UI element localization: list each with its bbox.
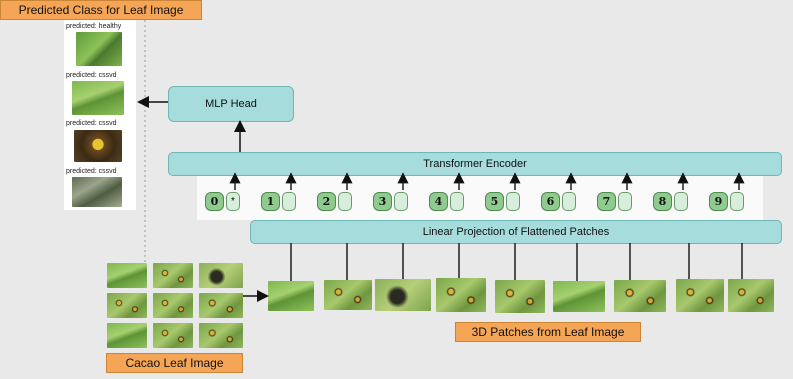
position-embedding [730,192,744,211]
prediction-caption-3: predicted: cssvd [66,120,117,127]
leaf-cssvd-image [72,177,122,207]
patch-8-image [676,279,724,312]
token-6: 6 [541,192,576,211]
token-8: 8 [653,192,688,211]
transformer-encoder-box: Transformer Encoder [168,152,782,176]
patch-4-image [436,278,486,312]
token-number: 3 [373,192,392,211]
leaf-grid-cell [107,263,147,288]
leaf-cssvd-image [74,130,122,162]
patch-1-image [268,281,314,311]
position-embedding [282,192,296,211]
leaf-grid-cell [153,323,193,348]
token-number: 7 [597,192,616,211]
position-embedding [394,192,408,211]
position-embedding [562,192,576,211]
leaf-grid-cell [199,323,243,348]
patch-2-image [324,280,372,310]
token-0: 0 * [205,192,240,211]
cacao-leaf-label: Cacao Leaf Image [106,353,243,373]
patch-9-image [728,279,774,312]
patch-7-image [614,280,666,312]
position-embedding [338,192,352,211]
position-embedding [618,192,632,211]
patches-3d-label: 3D Patches from Leaf Image [455,322,641,342]
token-number: 9 [709,192,728,211]
patch-5-image [495,280,545,313]
token-number: 4 [429,192,448,211]
patch-connectors [290,243,743,281]
leaf-grid-cell [199,263,243,288]
predicted-class-label: Predicted Class for Leaf Image [0,0,202,20]
leaf-healthy-image [76,32,122,66]
token-number: 2 [317,192,336,211]
leaf-grid-cell [107,293,147,318]
token-number: 1 [261,192,280,211]
leaf-grid-cell [153,293,193,318]
prediction-panel: predicted: healthy predicted: cssvd pred… [64,20,136,210]
prediction-caption-4: predicted: cssvd [66,168,117,175]
leaf-grid-cell [107,323,147,348]
token-1: 1 [261,192,296,211]
patch-3-image [375,279,431,311]
token-5: 5 [485,192,520,211]
mlp-head-box: MLP Head [168,86,294,122]
token-number: 6 [541,192,560,211]
class-token-embedding: * [226,192,240,211]
token-7: 7 [597,192,632,211]
leaf-grid-cell [153,263,193,288]
token-number: 5 [485,192,504,211]
prediction-caption-2: predicted: cssvd [66,72,117,79]
linear-projection-box: Linear Projection of Flattened Patches [250,220,782,244]
patch-6-image [553,281,605,312]
token-2: 2 [317,192,352,211]
position-embedding [674,192,688,211]
token-up-arrows [229,172,745,190]
position-embedding [506,192,520,211]
position-embedding [450,192,464,211]
prediction-caption-1: predicted: healthy [66,23,122,30]
token-number: 8 [653,192,672,211]
token-number: 0 [205,192,224,211]
leaf-cssvd-image [72,81,124,115]
token-4: 4 [429,192,464,211]
leaf-grid-cell [199,293,243,318]
token-9: 9 [709,192,744,211]
token-3: 3 [373,192,408,211]
